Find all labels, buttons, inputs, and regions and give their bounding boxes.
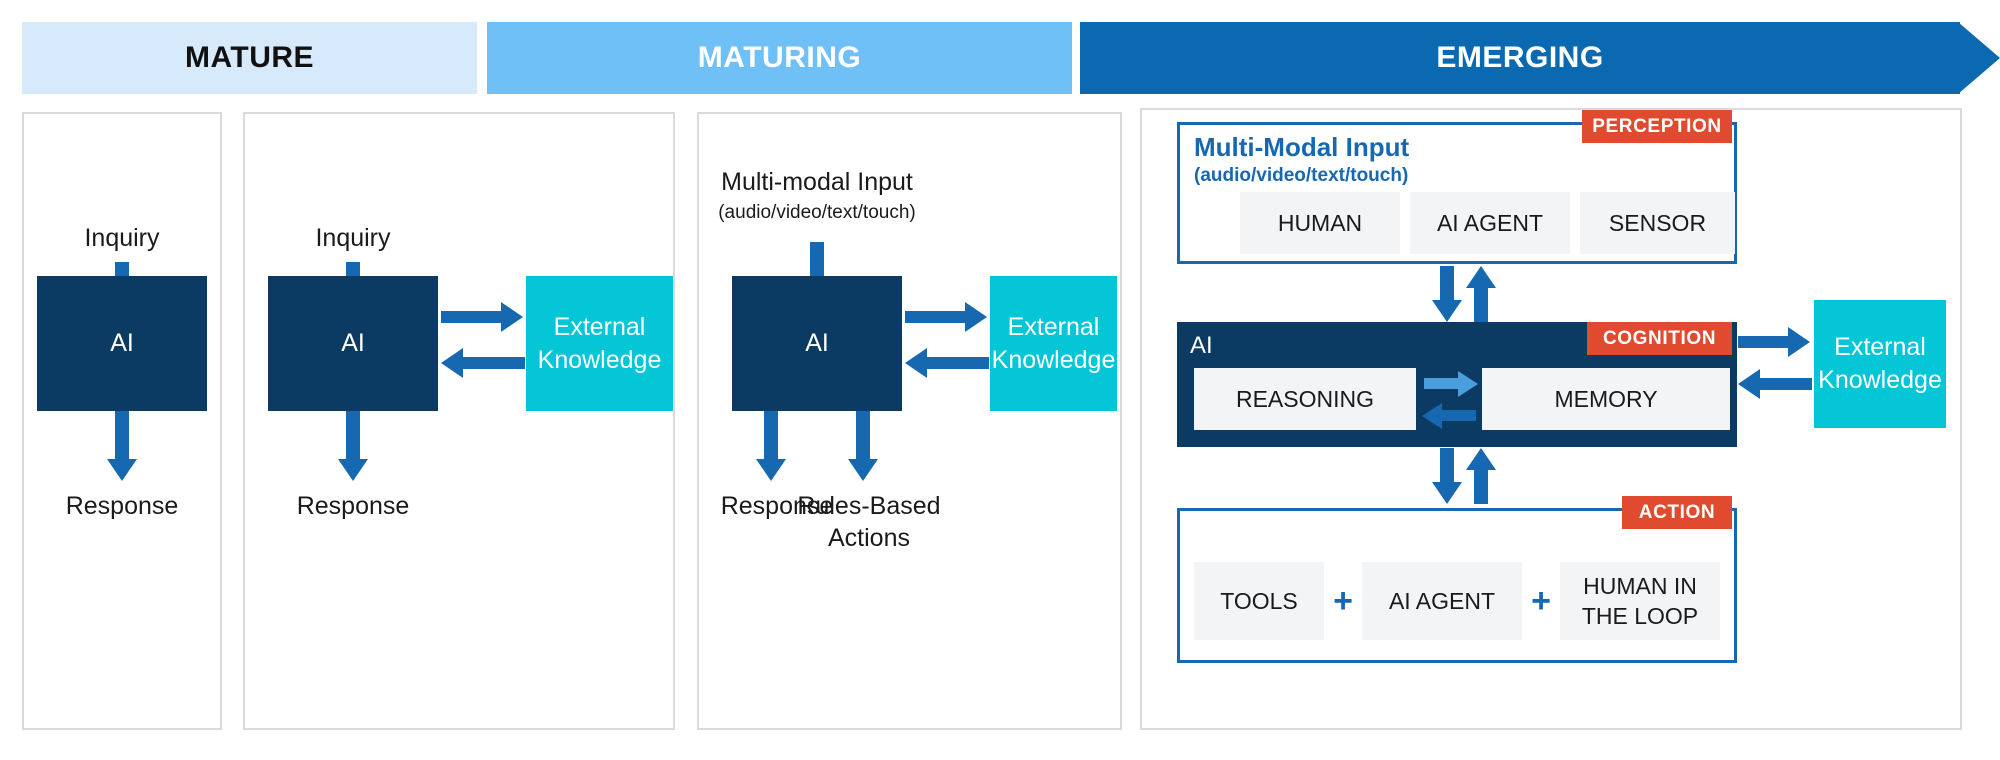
panel3-response-arrow-shaft xyxy=(764,411,778,459)
cognition-chip-memory-label: MEMORY xyxy=(1554,386,1658,412)
panel-emerging: PERCEPTION Multi-Modal Input (audio/vide… xyxy=(1140,108,1962,730)
action-up-arrow-head-icon xyxy=(1466,448,1496,470)
panel2-to-knowledge-arrow-shaft xyxy=(441,311,501,323)
panel4-external-knowledge-line2: Knowledge xyxy=(1818,366,1942,394)
knowledge-to-cognition-arrow-shaft xyxy=(1760,378,1812,390)
panel1-response-arrow-shaft xyxy=(115,411,129,459)
panel2-ai: AI xyxy=(268,276,438,411)
memory-to-reasoning-arrow-shaft xyxy=(1442,410,1476,421)
cognition-up-arrow-head-icon xyxy=(1466,266,1496,288)
cognition-chip-reasoning[interactable]: REASONING xyxy=(1194,368,1416,430)
perception-badge: PERCEPTION xyxy=(1582,110,1732,143)
panel3-rules-arrow-head-icon xyxy=(848,459,878,481)
panel3-from-knowledge-arrow-head-icon xyxy=(905,348,927,378)
action-chip-tools[interactable]: TOOLS xyxy=(1194,562,1324,640)
panel3-external-knowledge-line1: External xyxy=(1007,312,1100,341)
panel3-to-knowledge-arrow-head-icon xyxy=(965,302,987,332)
action-chip-tools-label: TOOLS xyxy=(1220,588,1298,614)
panel2-from-knowledge-arrow-shaft xyxy=(463,357,525,369)
cognition-badge-label: COGNITION xyxy=(1602,327,1717,349)
memory-to-reasoning-arrow-head-icon xyxy=(1422,403,1442,429)
panel3-input-subtitle: (audio/video/text/touch) xyxy=(718,202,916,223)
perception-chip-ai-agent-label: AI AGENT xyxy=(1436,210,1544,236)
panel3-input-title: Multi-modal Input xyxy=(721,168,913,196)
cognition-down-arrow-head-icon xyxy=(1432,482,1462,504)
panel3-external-knowledge: External Knowledge xyxy=(990,276,1117,411)
panel2-to-knowledge-arrow-head-icon xyxy=(501,302,523,332)
reasoning-to-memory-arrow-shaft xyxy=(1424,378,1458,389)
action-plus-1-icon: + xyxy=(1324,562,1362,640)
action-chip-ai-agent-label: AI AGENT xyxy=(1388,588,1496,614)
panel2-response-arrow-head-icon xyxy=(338,459,368,481)
action-plus-2-icon: + xyxy=(1522,562,1560,640)
cognition-to-knowledge-arrow-shaft xyxy=(1738,336,1788,348)
banner-stage-emerging[interactable]: EMERGING xyxy=(1080,22,1960,94)
panel2-external-knowledge-line2: Knowledge xyxy=(537,345,662,374)
perception-down-arrow-shaft xyxy=(1440,266,1454,300)
action-chip-ai-agent[interactable]: AI AGENT xyxy=(1362,562,1522,640)
panel3-ai: AI xyxy=(732,276,902,411)
panel3-response-arrow-head-icon xyxy=(756,459,786,481)
banner-stage-mature[interactable]: MATURE xyxy=(22,22,477,94)
panel3-rules-label-line2: Actions xyxy=(828,524,910,552)
panel2-response-arrow-shaft xyxy=(346,411,360,459)
knowledge-to-cognition-arrow-head-icon xyxy=(1738,369,1760,399)
panel2-from-knowledge-arrow-head-icon xyxy=(441,348,463,378)
action-badge-label: ACTION xyxy=(1638,501,1716,523)
panel1-response-label: Response xyxy=(65,492,179,520)
panel2-external-knowledge-line1: External xyxy=(553,312,646,341)
panel-maturing-rag: Inquiry AI External Knowledge Response xyxy=(243,112,675,730)
action-badge: ACTION xyxy=(1622,496,1732,529)
cognition-up-arrow-shaft xyxy=(1474,288,1488,322)
perception-chip-ai-agent[interactable]: AI AGENT xyxy=(1410,192,1570,254)
maturity-banner: MATURE MATURING EMERGING xyxy=(0,0,2000,98)
banner-arrow-tip-icon xyxy=(1958,22,2000,94)
panel3-ai-label: AI xyxy=(805,329,829,357)
panel3-to-knowledge-arrow-shaft xyxy=(905,311,965,323)
perception-subtitle: (audio/video/text/touch) xyxy=(1194,165,1409,186)
panel3-response-label: Response xyxy=(720,492,834,520)
cognition-to-knowledge-arrow-head-icon xyxy=(1788,327,1810,357)
panel3-from-knowledge-arrow-shaft xyxy=(927,357,989,369)
perception-badge-label: PERCEPTION xyxy=(1592,115,1722,137)
action-chip-human-in-the-loop-label: HUMAN IN THE LOOP xyxy=(1581,573,1699,629)
panel3-rules-label-line1: Rules-Based xyxy=(797,492,941,520)
cognition-down-arrow-shaft xyxy=(1440,448,1454,482)
panel4-external-knowledge: External Knowledge xyxy=(1814,300,1946,428)
cognition-chip-memory[interactable]: MEMORY xyxy=(1482,368,1730,430)
cognition-ai-tag: AI xyxy=(1190,332,1213,359)
action-plus-1-label: + xyxy=(1333,581,1353,620)
panel-mature: Inquiry AI Response xyxy=(22,112,222,730)
panel-maturing-agentic: Multi-modal Input (audio/video/text/touc… xyxy=(697,112,1122,730)
panel2-external-knowledge: External Knowledge xyxy=(526,276,673,411)
panel4-external-knowledge-line1: External xyxy=(1834,333,1926,361)
reasoning-to-memory-arrow-head-icon xyxy=(1458,371,1478,397)
banner-stage-maturing-label: MATURING xyxy=(697,41,862,74)
panel1-ai: AI xyxy=(37,276,207,411)
cognition-badge: COGNITION xyxy=(1587,322,1732,355)
perception-down-arrow-head-icon xyxy=(1432,300,1462,322)
panel2-inquiry-label: Inquiry xyxy=(315,224,391,252)
perception-chip-sensor[interactable]: SENSOR xyxy=(1580,192,1735,254)
banner-stage-emerging-label: EMERGING xyxy=(1436,41,1604,74)
panel1-inquiry-label: Inquiry xyxy=(84,224,160,252)
cognition-chip-reasoning-label: REASONING xyxy=(1235,386,1375,412)
perception-title: Multi-Modal Input xyxy=(1194,132,1410,162)
perception-chip-human-label: HUMAN xyxy=(1277,210,1363,236)
panel2-response-label: Response xyxy=(296,492,410,520)
panel2-ai-label: AI xyxy=(341,329,365,357)
banner-stage-mature-label: MATURE xyxy=(184,41,315,74)
panel3-external-knowledge-line2: Knowledge xyxy=(991,345,1116,374)
panel1-ai-label: AI xyxy=(110,329,134,357)
panel3-rules-arrow-shaft xyxy=(856,411,870,459)
panel1-response-arrow-head-icon xyxy=(107,459,137,481)
perception-chip-sensor-label: SENSOR xyxy=(1608,210,1707,236)
action-up-arrow-shaft xyxy=(1474,470,1488,504)
banner-stage-maturing[interactable]: MATURING xyxy=(487,22,1072,94)
action-chip-human-in-the-loop[interactable]: HUMAN IN THE LOOP xyxy=(1560,562,1720,640)
action-plus-2-label: + xyxy=(1531,581,1551,620)
perception-chip-human[interactable]: HUMAN xyxy=(1240,192,1400,254)
